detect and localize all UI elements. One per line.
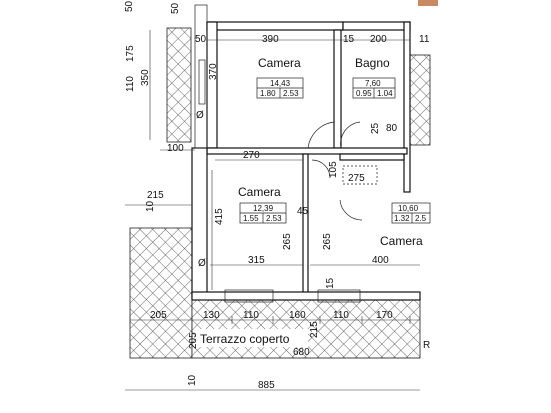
dim-top-390: 390 (262, 34, 279, 45)
room-name-camera-right: Camera (380, 234, 423, 248)
window-bottom-1 (224, 289, 274, 303)
right-hatched-column (409, 54, 431, 146)
left-margin (0, 0, 121, 413)
dim-b-170: 170 (376, 310, 393, 321)
window-bottom-2 (317, 289, 361, 303)
dim-h-80: 80 (386, 123, 398, 134)
dim-h-270: 270 (243, 150, 260, 161)
dim-top-50-b: 50 (170, 2, 181, 14)
label-r: R (423, 340, 430, 351)
dim-v-215: 215 (309, 321, 320, 338)
dim-top-11: 11 (419, 34, 430, 45)
area-camera-right: 10,60 (398, 204, 419, 213)
dim-b-160: 160 (289, 310, 306, 321)
brick-texture (418, 0, 438, 6)
dim-h-400: 400 (372, 255, 389, 266)
area-camera-top: 14,43 (270, 79, 291, 88)
dim-camera-right-2: 2.5 (415, 214, 427, 223)
dim-b-130: 130 (203, 310, 220, 321)
dim-left-350: 350 (140, 69, 151, 86)
wall-mid-horizontal (206, 147, 408, 155)
diameter-symbol-a: Ø (198, 258, 206, 269)
right-margin (430, 0, 551, 413)
dim-h-680: 680 (293, 347, 310, 358)
terrace-hatched-area (129, 227, 193, 359)
dim-camera-right-1: 1.32 (394, 214, 410, 223)
dim-camera-mid-1: 1.55 (243, 214, 259, 223)
terrace-label-bg (196, 329, 308, 347)
dim-v-415: 415 (214, 208, 225, 225)
dim-v-265-b: 265 (322, 233, 333, 250)
dim-v-10-b: 10 (187, 374, 198, 386)
dim-v-25: 25 (370, 122, 381, 134)
dim-top-200: 200 (370, 34, 387, 45)
dim-h-885: 885 (258, 380, 275, 391)
left-structure-outline (194, 4, 208, 149)
dim-v-370: 370 (208, 63, 219, 80)
wall-top-camera-top (206, 21, 344, 31)
wall-left-camera-mid (191, 147, 208, 299)
dim-v-15: 15 (325, 277, 336, 289)
wall-left-camera-top (206, 21, 218, 149)
wall-corridor (339, 153, 405, 161)
dim-camera-top-2: 2.53 (283, 89, 299, 98)
dim-left-175: 175 (125, 45, 136, 62)
room-name-terrazzo: Terrazzo coperto (200, 332, 290, 346)
dim-b-205: 205 (150, 310, 167, 321)
dim-v-10-a: 10 (145, 200, 156, 212)
dim-bagno-1: 0.95 (356, 89, 372, 98)
door-swing-corridor (311, 159, 331, 179)
wall-top-bagno (342, 21, 411, 31)
dim-camera-mid-2: 2.53 (266, 214, 282, 223)
dim-h-215: 215 (147, 190, 164, 201)
wall-partition-camera-mid (302, 153, 309, 295)
dim-h-315: 315 (248, 255, 265, 266)
room-name-camera-mid: Camera (238, 185, 281, 199)
room-name-camera-top: Camera (258, 56, 301, 70)
dim-left-100: 100 (167, 143, 184, 154)
left-hatched-column (166, 27, 192, 143)
room-name-bagno: Bagno (355, 56, 390, 70)
dim-v-105: 105 (328, 161, 339, 178)
dim-top-50-c: 50 (195, 34, 207, 45)
dim-v-205: 205 (188, 332, 199, 349)
dim-camera-top-1: 1.80 (260, 89, 276, 98)
door-swing-camera-mid (339, 199, 363, 221)
wall-right-bagno (403, 21, 411, 193)
dim-top-50-a: 50 (124, 0, 135, 12)
dim-b-110-a: 110 (243, 310, 259, 321)
dim-h-45: 45 (297, 206, 309, 217)
diameter-symbol-b: Ø (196, 110, 204, 121)
dim-top-15: 15 (343, 34, 355, 45)
dim-h-275: 275 (348, 173, 365, 184)
door-swing-bagno (340, 121, 361, 149)
door-swing-camera-top (307, 121, 335, 149)
dim-v-265-a: 265 (282, 233, 293, 250)
corridor-box (342, 165, 378, 185)
area-bagno: 7,60 (365, 79, 381, 88)
wall-bottom (191, 291, 421, 301)
area-camera-mid: 12,39 (253, 204, 274, 213)
dim-bagno-2: 1.04 (377, 89, 393, 98)
left-structure-window (198, 59, 206, 105)
dim-left-110: 110 (125, 76, 136, 92)
dim-b-110-b: 110 (333, 310, 349, 321)
wall-partition-camera-bagno (333, 29, 342, 149)
